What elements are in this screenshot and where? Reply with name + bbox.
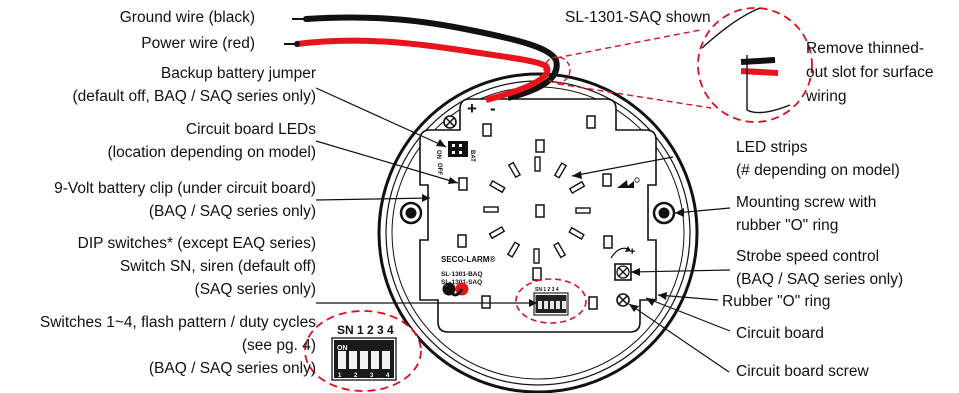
leader-arrowheads (422, 139, 684, 312)
model-label-baq: SL-1301-BAQ (441, 271, 483, 278)
power-wire (296, 37, 551, 103)
strobe-plus: + (629, 246, 635, 258)
strobe-speed-control (610, 246, 632, 281)
board-screw-label: Circuit board screw (736, 363, 869, 380)
leader-lines (315, 87, 731, 373)
led (532, 267, 542, 281)
circuit-board-screw (616, 293, 630, 307)
mount-screw-label-1: Mounting screw with (736, 194, 876, 211)
backup-battery-jumper: ON BAT OFF (435, 141, 475, 175)
jumper-on-label: ON (435, 150, 441, 159)
strobe-label-2: (BAQ / SAQ series only) (736, 271, 903, 288)
led (535, 139, 545, 153)
strobe-label-1: Strobe speed control (736, 248, 879, 265)
dip-zoom-header: SN 1 2 3 4 (337, 323, 394, 337)
board-screw-top-left (443, 115, 457, 129)
model-label-saq: SL-1301-SAQ (441, 279, 482, 286)
battery-clip (442, 282, 469, 297)
circuit-board-leds (457, 115, 613, 310)
slot-magnifier (543, 7, 813, 123)
led (602, 173, 612, 187)
led (603, 235, 613, 249)
dip-label-5: (see pg. 4) (242, 337, 316, 354)
battery-clip-label-1: 9-Volt battery clip (under circuit board… (54, 180, 316, 197)
dip-label-1: DIP switches* (except EAQ series) (78, 235, 316, 252)
slot-label-2: out slot for surface (806, 64, 934, 81)
led-strips-label-1: LED strips (736, 139, 808, 156)
ground-wire-label: Ground wire (black) (120, 9, 255, 26)
led (535, 204, 545, 218)
dip-label-3: (SAQ series only) (195, 281, 316, 298)
led-strips-label-2: (# depending on model) (736, 162, 900, 179)
dip-zoom-on: ON (337, 345, 348, 352)
led (458, 177, 468, 191)
leds-label-1: Circuit board LEDs (186, 121, 316, 138)
wires (284, 14, 560, 103)
led-strips (483, 156, 591, 264)
logo-mark (617, 177, 640, 188)
mounting-screw-right (652, 201, 676, 225)
terminal-plus: + (467, 99, 477, 118)
led (586, 115, 596, 129)
led (481, 295, 491, 309)
backup-jumper-label-1: Backup battery jumper (161, 65, 316, 82)
onboard-dip-highlight (515, 278, 587, 324)
led (482, 123, 492, 137)
battery-clip-label-2: (BAQ / SAQ series only) (149, 203, 316, 220)
circuit-board-label: Circuit board (736, 325, 824, 342)
jumper-bat-label: BAT (469, 150, 475, 162)
model-shown-label: SL-1301-SAQ shown (565, 9, 711, 26)
slot-label-1: Remove thinned- (806, 40, 924, 57)
dip-label-4: Switches 1~4, flash pattern / duty cycle… (40, 314, 316, 331)
callout-labels: Ground wire (black) Power wire (red) Bac… (40, 9, 934, 380)
mount-screw-label-2: rubber "O" ring (736, 217, 838, 234)
led (588, 296, 598, 310)
onboard-dip-switch: SN 1 2 3 4 (533, 287, 569, 316)
slot-label-3: wiring (805, 88, 846, 105)
brand-label: SECO-LARM® (441, 255, 495, 264)
dip-zoom-positions: 1 2 3 4 5 (338, 373, 411, 379)
mounting-screw-left (399, 201, 423, 225)
jumper-off-label: OFF (436, 163, 442, 175)
dip-label-6: (BAQ / SAQ series only) (149, 360, 316, 377)
led (457, 234, 467, 248)
dip-label-2: Switch SN, siren (default off) (120, 258, 316, 275)
backup-jumper-label-2: (default off, BAQ / SAQ series only) (72, 88, 316, 105)
power-wire-label: Power wire (red) (141, 35, 255, 52)
o-ring-label: Rubber "O" ring (722, 293, 830, 310)
leds-label-2: (location depending on model) (107, 144, 316, 161)
dip-switch-zoom: SN 1 2 3 4 ON 1 2 3 4 5 (304, 310, 422, 392)
terminal-minus: - (490, 99, 496, 118)
ground-wire (305, 14, 560, 101)
onboard-dip-header: SN 1 2 3 4 (535, 287, 559, 293)
